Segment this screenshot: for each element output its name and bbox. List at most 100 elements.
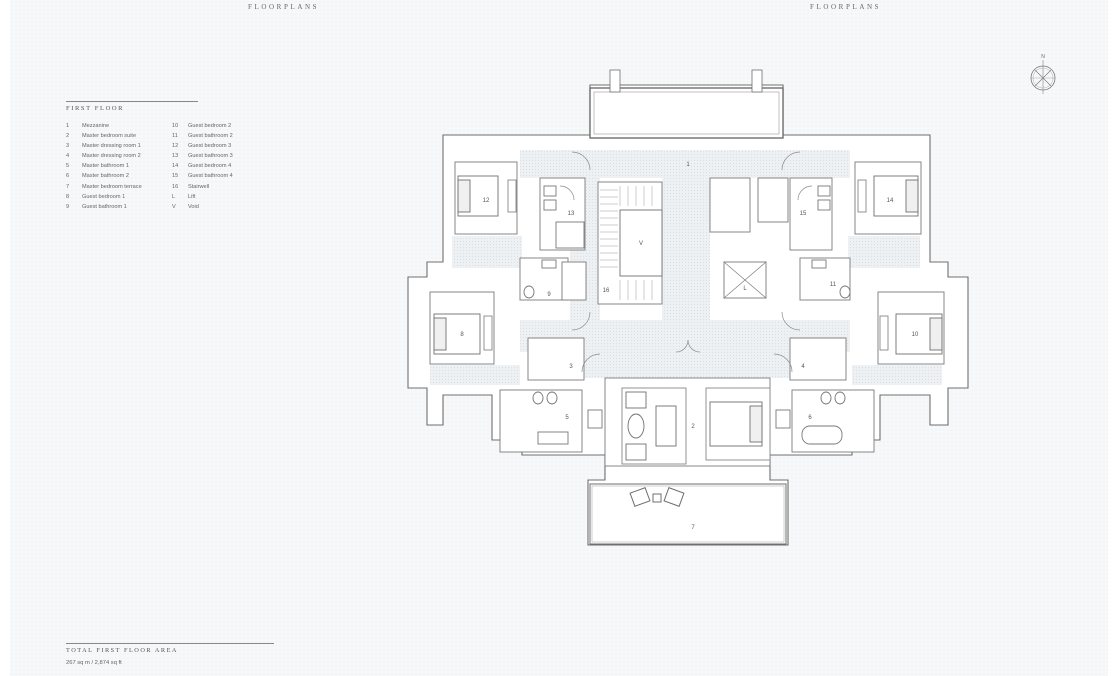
lounge-chair-icon — [629, 487, 651, 507]
legend-key: 4 — [66, 153, 70, 160]
legend-label: Guest bathroom 3 — [188, 153, 233, 160]
legend-key: 14 — [172, 163, 179, 170]
desk-icon — [879, 315, 889, 351]
legend-title: FIRST FLOOR — [66, 105, 125, 112]
circulation-floor — [430, 150, 942, 385]
total-divider — [66, 643, 274, 644]
legend-item: V Void — [172, 204, 233, 214]
legend-key: 13 — [172, 153, 179, 160]
legend-item: 1 Mezzanine — [66, 123, 142, 133]
shower-icon — [555, 221, 585, 249]
legend-key: 10 — [172, 123, 179, 129]
legend-item: 10 Guest bedroom 2 — [172, 123, 233, 133]
legend-label: Void — [188, 203, 199, 210]
label-guest-bed-4: 14 — [887, 198, 894, 204]
legend-key: 8 — [66, 193, 70, 200]
header-left-label: FLOORPLANS — [248, 3, 320, 11]
legend-item: 16 Stairwell — [172, 184, 233, 194]
legend-label: Guest bedroom 4 — [188, 163, 232, 170]
legend-item: 11 Guest bathroom 2 — [172, 133, 233, 143]
legend-key: L — [172, 193, 176, 200]
basin-icon — [811, 259, 827, 269]
label-dressing-1: 3 — [569, 364, 573, 370]
legend-key: 9 — [66, 203, 70, 210]
pillow-icon — [905, 179, 919, 213]
toilet-icon — [820, 391, 832, 405]
armchair-icon — [625, 391, 647, 409]
label-stairwell: 16 — [603, 288, 610, 294]
master-bedroom-terrace — [589, 483, 787, 545]
legend-label: Master dressing room 1 — [82, 143, 141, 150]
desk-icon — [507, 179, 517, 213]
side-table-icon — [652, 493, 662, 503]
legend-key: 16 — [172, 183, 179, 190]
total-area-value: 267 sq m / 2,874 sq ft — [66, 660, 122, 666]
toilet-icon — [523, 285, 535, 299]
toilet-icon — [546, 391, 558, 405]
legend-label: Mezzanine — [82, 123, 110, 129]
legend-key: 11 — [172, 133, 178, 140]
table-icon — [627, 413, 645, 439]
basin-icon — [775, 409, 791, 429]
door-swings — [559, 151, 813, 373]
compass-icon: N — [1030, 54, 1056, 94]
armchair-icon — [625, 443, 647, 461]
label-dressing-2: 4 — [801, 364, 805, 370]
label-guest-bath-4: 15 — [800, 211, 807, 217]
master-dressing-room-2 — [789, 337, 847, 381]
total-area-title: TOTAL FIRST FLOOR AREA — [66, 647, 178, 654]
stair-treads — [600, 186, 653, 300]
void — [619, 209, 663, 277]
label-bathroom-2: 6 — [808, 415, 812, 421]
legend-item: 15 Guest bathroom 4 — [172, 173, 233, 183]
label-guest-bath-2: 11 — [830, 282, 837, 288]
label-master-suite: 2 — [691, 424, 695, 430]
legend-divider — [66, 101, 198, 102]
label-lift: L — [743, 286, 747, 292]
legend-key: 7 — [66, 183, 70, 190]
shower-icon — [561, 261, 587, 301]
balcony-top — [589, 69, 784, 139]
sofa-icon — [655, 405, 677, 447]
legend-item: 7 Master bedroom terrace — [66, 184, 142, 194]
legend-key: 3 — [66, 143, 70, 150]
toilet-icon — [834, 391, 846, 405]
pillow-icon — [457, 179, 471, 213]
label-terrace: 7 — [691, 525, 695, 531]
vanity-icon — [537, 431, 569, 445]
legend-label: Guest bedroom 2 — [188, 123, 232, 129]
pillow-icon — [929, 317, 943, 351]
legend-label: Master bathroom 1 — [82, 163, 129, 170]
label-guest-bed-1: 8 — [460, 332, 464, 338]
legend-item: 3 Master dressing room 1 — [66, 143, 142, 153]
shower-icon — [757, 177, 789, 223]
legend-item: 14 Guest bedroom 4 — [172, 163, 233, 173]
legend-label: Stairwell — [188, 183, 210, 190]
legend-label: Master bedroom terrace — [82, 183, 142, 190]
legend-key: V — [172, 203, 176, 210]
bathtub-icon — [801, 425, 843, 445]
legend-label: Guest bedroom 3 — [188, 143, 232, 150]
label-bathroom-1: 5 — [565, 415, 569, 421]
label-mezzanine: 1 — [686, 162, 690, 168]
label-guest-bath-1: 9 — [547, 292, 551, 298]
legend-key: 1 — [66, 123, 70, 129]
legend-label: Guest bathroom 4 — [188, 173, 233, 180]
toilet-icon — [839, 285, 851, 299]
basin-icon — [543, 185, 557, 197]
label-guest-bed-2: 10 — [912, 332, 919, 338]
basin-icon — [817, 185, 831, 197]
legend-label: Guest bathroom 2 — [188, 133, 233, 140]
legend-item: 13 Guest bathroom 3 — [172, 153, 233, 163]
legend-label: Master bedroom suite — [82, 133, 137, 140]
legend-key: 15 — [172, 173, 179, 180]
legend-label: Lift — [188, 193, 196, 200]
legend-key: 5 — [66, 163, 70, 170]
toilet-icon — [532, 391, 544, 405]
